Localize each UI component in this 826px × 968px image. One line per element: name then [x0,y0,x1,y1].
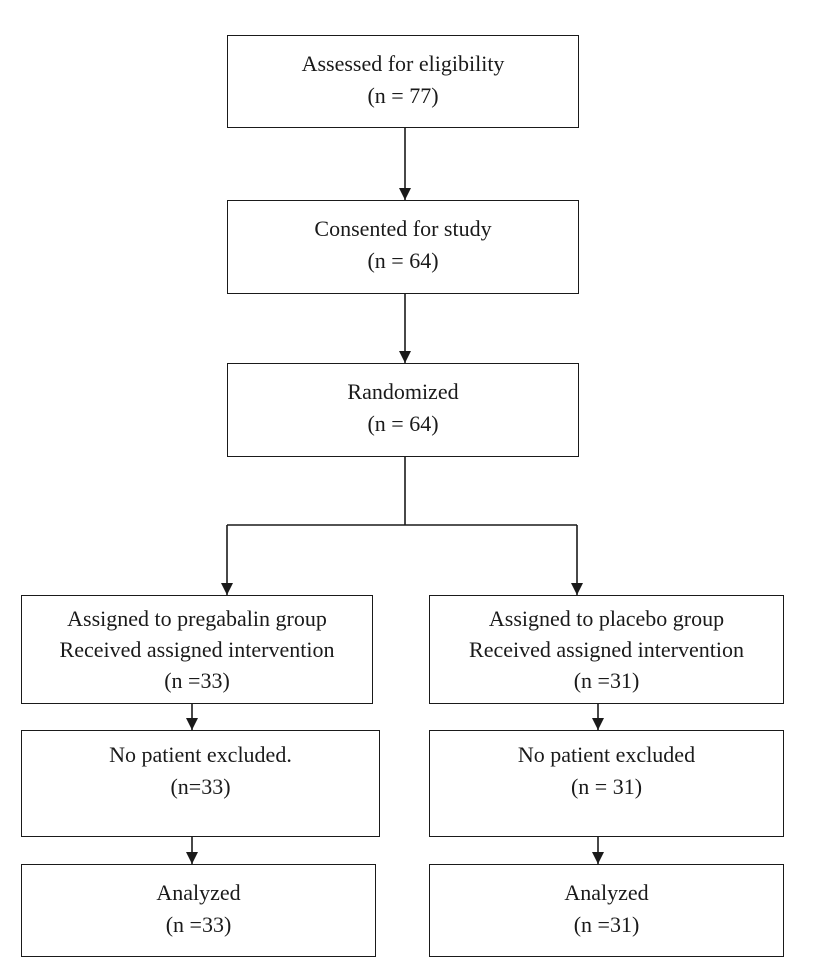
randomized-box: Randomized (n = 64) [227,363,579,457]
placebo-assigned-count: (n =31) [573,668,640,693]
randomized-title: Randomized [347,379,459,404]
pregabalin-analyzed-box: Analyzed (n =33) [21,864,376,957]
assessed-title: Assessed for eligibility [301,51,505,76]
pregabalin-excluded-count: (n=33) [170,774,231,799]
pregabalin-excluded-title: No patient excluded. [109,742,292,767]
placebo-assigned-line2: Received assigned intervention [469,637,744,662]
placebo-excluded-box: No patient excluded (n = 31) [429,730,784,837]
pregabalin-assigned-box: Assigned to pregabalin group Received as… [21,595,373,704]
placebo-analyzed-count: (n =31) [573,912,640,937]
assessed-count: (n = 77) [367,83,439,108]
placebo-excluded-count: (n = 31) [570,774,643,799]
placebo-assigned-box: Assigned to placebo group Received assig… [429,595,784,704]
placebo-assigned-line1: Assigned to placebo group [488,606,725,631]
consented-title: Consented for study [314,216,492,241]
consented-count: (n = 64) [367,248,439,273]
pregabalin-assigned-line2: Received assigned intervention [59,637,335,662]
pregabalin-analyzed-title: Analyzed [156,880,241,905]
pregabalin-assigned-line1: Assigned to pregabalin group [67,606,327,631]
placebo-analyzed-box: Analyzed (n =31) [429,864,784,957]
consented-for-study-box: Consented for study (n = 64) [227,200,579,294]
pregabalin-analyzed-count: (n =33) [165,912,232,937]
assessed-for-eligibility-box: Assessed for eligibility (n = 77) [227,35,579,128]
placebo-excluded-title: No patient excluded [517,742,696,767]
pregabalin-excluded-box: No patient excluded. (n=33) [21,730,380,837]
randomized-count: (n = 64) [367,411,439,436]
pregabalin-assigned-count: (n =33) [164,668,230,693]
placebo-analyzed-title: Analyzed [564,880,649,905]
